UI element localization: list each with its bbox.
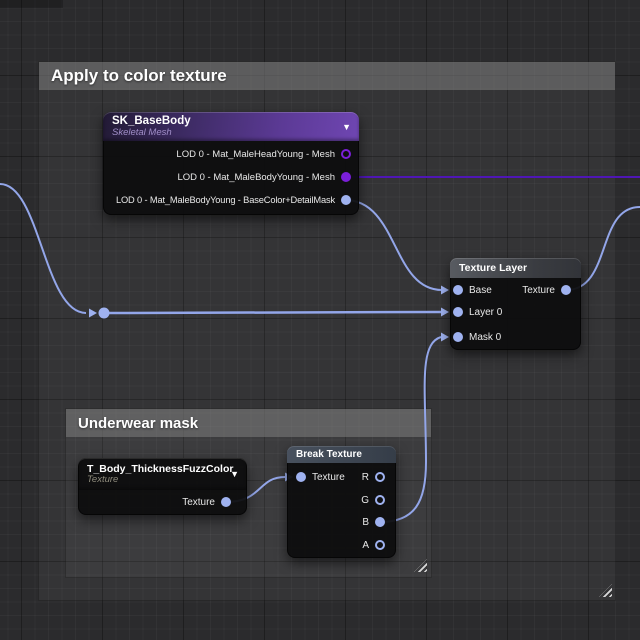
- node-title: T_Body_ThicknessFuzzColor: [87, 462, 234, 475]
- output-pin-a[interactable]: [375, 540, 385, 550]
- pin-label: Texture: [182, 496, 215, 508]
- pin-label: LOD 0 - Mat_MaleHeadYoung - Mesh: [176, 148, 335, 160]
- pin-label: Texture: [312, 471, 345, 483]
- node-subtitle: Texture: [87, 473, 119, 485]
- resize-handle-icon[interactable]: [599, 584, 612, 597]
- pin-row: A: [287, 535, 396, 555]
- pin-label: A: [362, 539, 369, 551]
- pin-row: LOD 0 - Mat_MaleHeadYoung - Mesh: [103, 144, 359, 164]
- output-pin-r[interactable]: [375, 472, 385, 482]
- pin-label: R: [361, 471, 369, 483]
- node-break-texture[interactable]: Break Texture Texture R G B A: [287, 446, 396, 558]
- node-subtitle: Skeletal Mesh: [112, 126, 172, 138]
- pin-row: Texture: [287, 467, 345, 487]
- node-title: Break Texture: [296, 448, 362, 460]
- node-header[interactable]: Texture Layer: [450, 258, 581, 278]
- output-pin-texture[interactable]: [561, 285, 571, 295]
- comment-title: Apply to color texture: [51, 66, 227, 85]
- output-pin-b[interactable]: [375, 517, 385, 527]
- comment-title-bar[interactable]: Apply to color texture: [39, 62, 615, 90]
- pin-row: Texture: [78, 492, 247, 512]
- input-pin-layer0[interactable]: [453, 307, 463, 317]
- offscreen-node-corner: [0, 0, 63, 8]
- comment-title-bar[interactable]: Underwear mask: [66, 409, 431, 437]
- pin-label: Layer 0: [469, 306, 503, 318]
- pin-label: Texture: [522, 284, 555, 296]
- pin-row: R: [287, 467, 396, 487]
- pin-label: LOD 0 - Mat_MaleBodyYoung - Mesh: [177, 171, 335, 183]
- input-pin-mask0[interactable]: [453, 332, 463, 342]
- pin-row: Layer 0: [450, 302, 502, 322]
- pin-row: B: [287, 512, 396, 532]
- output-pin-texture[interactable]: [221, 497, 231, 507]
- resize-handle-icon[interactable]: [414, 559, 427, 572]
- node-header[interactable]: Break Texture: [287, 446, 396, 463]
- pin-label: LOD 0 - Mat_MaleBodyYoung - BaseColor+De…: [115, 195, 335, 205]
- chevron-down-icon[interactable]: ▼: [342, 121, 351, 132]
- node-header[interactable]: T_Body_ThicknessFuzzColor Texture ▼: [78, 458, 247, 490]
- output-pin-mesh-body[interactable]: [341, 172, 351, 182]
- pin-label: Base: [469, 284, 492, 296]
- pin-row: LOD 0 - Mat_MaleBodyYoung - BaseColor+De…: [103, 190, 359, 210]
- comment-title: Underwear mask: [78, 414, 199, 432]
- node-header[interactable]: SK_BaseBody Skeletal Mesh ▼: [103, 112, 359, 141]
- input-pin-texture[interactable]: [296, 472, 306, 482]
- output-pin-basecolor-detailmask[interactable]: [341, 195, 351, 205]
- pin-row: Texture: [522, 280, 581, 300]
- input-pin-base[interactable]: [453, 285, 463, 295]
- pin-row: Mask 0: [450, 327, 501, 347]
- node-sk-basebody[interactable]: SK_BaseBody Skeletal Mesh ▼ LOD 0 - Mat_…: [103, 112, 359, 215]
- node-t-body-thicknessfuzzcolor[interactable]: T_Body_ThicknessFuzzColor Texture ▼ Text…: [78, 458, 247, 515]
- output-pin-mesh-head[interactable]: [341, 149, 351, 159]
- pin-label: G: [361, 494, 369, 506]
- output-pin-g[interactable]: [375, 495, 385, 505]
- pin-label: Mask 0: [469, 331, 502, 343]
- chevron-down-icon[interactable]: ▼: [230, 469, 239, 479]
- pin-label: B: [362, 516, 369, 528]
- node-title: SK_BaseBody: [112, 114, 191, 127]
- pin-row: Base: [450, 280, 492, 300]
- pin-row: LOD 0 - Mat_MaleBodyYoung - Mesh: [103, 167, 359, 187]
- pin-row: G: [287, 490, 396, 510]
- node-title: Texture Layer: [459, 261, 528, 274]
- node-texture-layer[interactable]: Texture Layer Base Layer 0 Mask 0 Textur…: [450, 258, 581, 350]
